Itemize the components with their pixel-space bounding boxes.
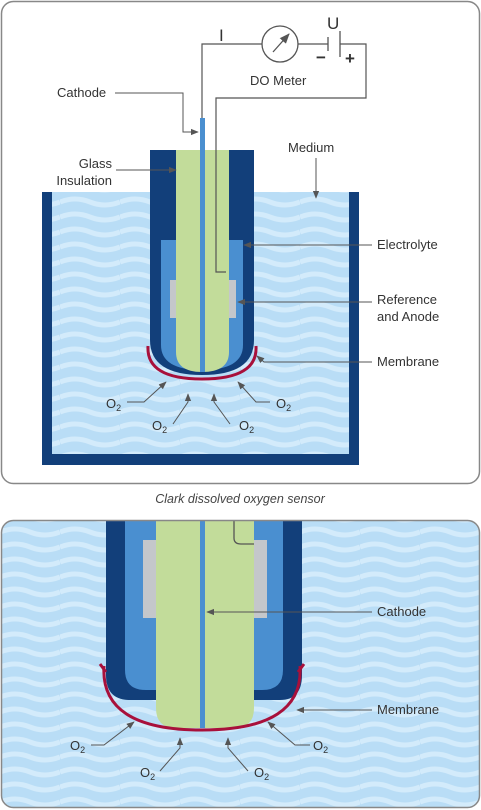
battery-icon	[327, 31, 341, 57]
electrolyte-label: Electrolyte	[377, 237, 438, 252]
meter-label: DO Meter	[250, 73, 307, 88]
do-meter	[261, 25, 299, 63]
medium-label: Medium	[288, 140, 334, 155]
membrane-label-zoom: Membrane	[377, 702, 439, 717]
glass-label-line2: Insulation	[56, 173, 112, 188]
plus-sign: +	[345, 49, 355, 68]
o2-label: O2	[239, 418, 254, 435]
reference-wire-zoom	[233, 521, 254, 545]
top-panel: I U − + DO Meter Cathode Glass Insulatio…	[0, 0, 481, 485]
o2-label: O2	[106, 396, 121, 413]
o2-label: O2	[254, 765, 269, 782]
bottom-panel: Cathode Membrane O2 O2 O2 O2	[0, 519, 481, 809]
minus-sign: −	[316, 48, 326, 67]
membrane	[146, 345, 258, 381]
voltage-label: U	[327, 14, 339, 33]
membrane-zoom	[102, 665, 302, 732]
anode-right-zoom	[252, 540, 267, 618]
cathode-wire	[200, 118, 205, 372]
o2-label: O2	[152, 418, 167, 435]
cathode-label-zoom: Cathode	[377, 604, 426, 619]
anode-left-zoom	[143, 540, 157, 618]
bottom-panel-frame	[0, 519, 481, 809]
anode-right	[226, 280, 236, 318]
reference-label-line2: and Anode	[377, 309, 439, 324]
circuit	[201, 43, 367, 273]
current-label: I	[219, 26, 224, 45]
o2-label: O2	[313, 738, 328, 755]
figure-caption: Clark dissolved oxygen sensor	[155, 492, 325, 506]
membrane-label: Membrane	[377, 354, 439, 369]
cathode-wire-zoom	[200, 521, 205, 728]
o2-label: O2	[140, 765, 155, 782]
callout-lines	[115, 92, 372, 425]
o2-label: O2	[70, 738, 85, 755]
o2-label: O2	[276, 396, 291, 413]
glass-label-line1: Glass	[79, 156, 113, 171]
reference-label-line1: Reference	[377, 292, 437, 307]
anode-left	[170, 280, 179, 318]
callout-lines-zoom	[91, 608, 372, 772]
cathode-label: Cathode	[57, 85, 106, 100]
